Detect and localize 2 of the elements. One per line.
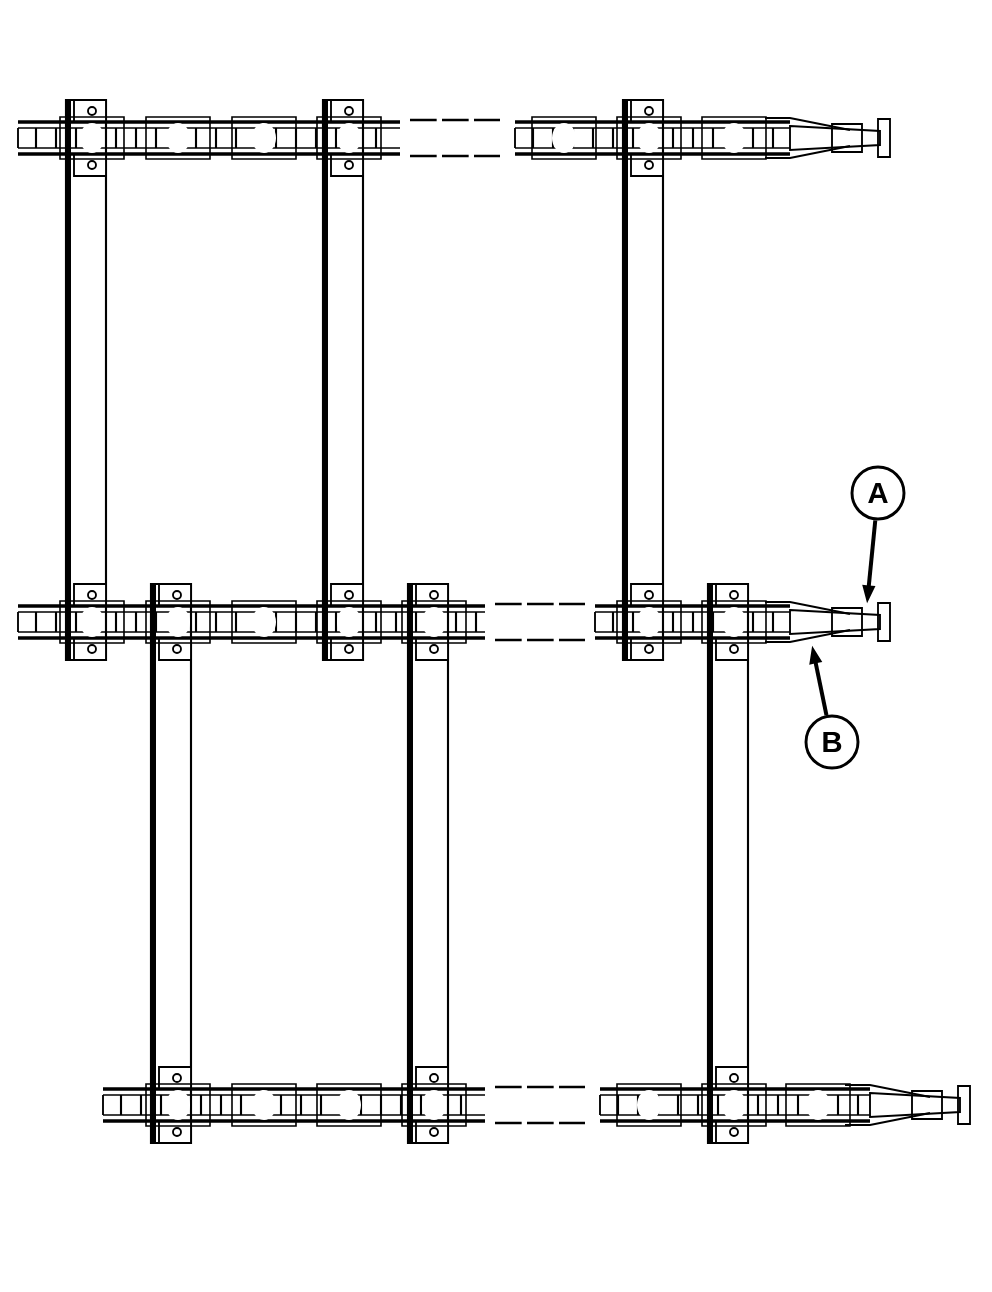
- callout-letter: A: [850, 465, 906, 521]
- callout-letter: B: [804, 714, 860, 770]
